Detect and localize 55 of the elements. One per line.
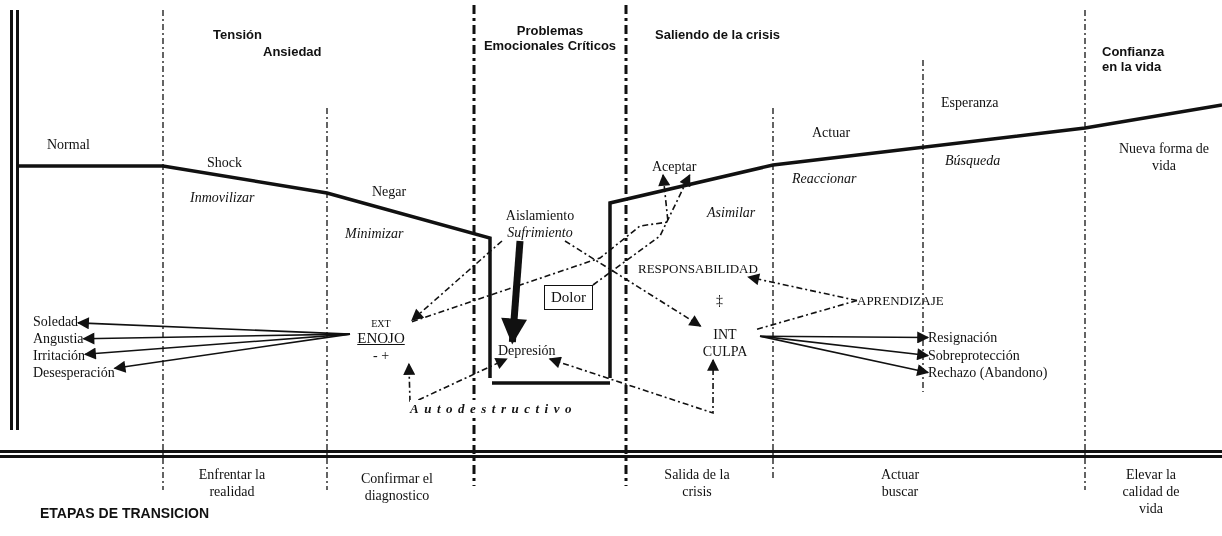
stage-heading: Problemas Emocionales Críticos [482,23,618,53]
stage-label: Enfrentar la realidad [197,466,267,500]
stage-label: ‡ [716,292,723,309]
dashed-arrow [747,273,858,302]
node-label: Depresión [498,342,556,359]
stage-label: Actuar buscar [879,466,921,500]
diagram-title: ETAPAS DE TRANSICION [40,506,210,521]
node-label: Aislamiento [505,207,575,224]
dashed-arrow [411,173,671,323]
node-label: Rechazo (Abandono) [928,364,1048,381]
node-label: CULPA [702,343,748,360]
stage-heading: Saliendo de la crisis [655,27,780,42]
stage-label: Confirmar el diagnostico [360,470,434,504]
stage-label: Normal [47,136,90,153]
stage-label: Nueva forma de vida [1117,140,1211,174]
node-label: Resignación [928,329,998,346]
node-label: Irritación [33,347,86,364]
arrow [759,335,930,377]
stage-label: Reaccionar [792,170,857,187]
dashed-arrow [411,240,503,322]
node-label: RESPONSABILIDAD [638,260,758,277]
stage-label: Shock [207,154,242,171]
arrow [113,333,351,373]
thick-arrow [501,240,528,345]
dashed-arrow [548,356,720,415]
node-label: Sobreprotección [928,347,1020,364]
node-label: INT [713,326,737,343]
node-label: Aceptar [652,158,697,175]
dashed-arrow [592,173,691,286]
arrow [759,331,930,344]
stage-label: Asimilar [707,204,756,221]
stage-label: Esperanza [941,94,999,111]
node-label: EXT [371,318,391,330]
node-label: ENOJO [357,330,405,347]
stage-heading: Tensión [213,27,262,42]
arrow [83,333,351,360]
stage-label: Búsqueda [945,152,1001,169]
stage-label: Salida de la crisis [663,466,731,500]
stage-label: Minimizar [345,225,404,242]
stage-heading: Ansiedad [263,44,322,59]
node-label: APRENDIZAJE [857,292,944,309]
stage-heading: Confianza en la vida [1102,44,1166,74]
dashed-arrow [564,240,702,327]
stage-label: Actuar [812,124,851,141]
node-label: Soledad [33,313,79,330]
node-label: Angustia [33,330,84,347]
node-label: - + [372,347,390,364]
node-label: Sufrimiento [507,224,573,241]
stage-label: Elevar la calidad de vida [1121,466,1181,517]
dashed-arrow [417,358,508,401]
dashed-arrow [403,362,416,403]
process-box: Dolor [544,285,593,310]
stage-label: Negar [372,183,407,200]
stage-label: Inmovilizar [190,189,255,206]
node-label: Desesperación [33,364,115,381]
